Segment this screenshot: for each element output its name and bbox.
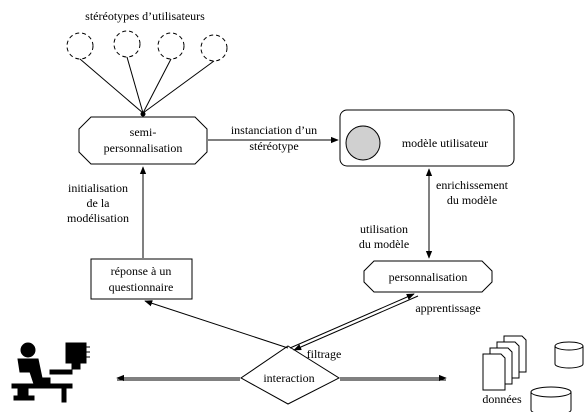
edge-initialisation-label-1: initialisation [68,181,128,195]
edge-enrichissement-label-2: du modèle [447,193,497,207]
edge-initialisation-label-3: modélisation [67,211,129,225]
edge-instanciation-label-2: stéréotype [249,139,298,153]
stereotype-circle-2 [113,30,141,58]
edge-apprentissage-label: apprentissage [415,301,480,315]
node-semi-label-2: personnalisation [104,141,183,155]
edge-filtrage-label: filtrage [307,347,342,361]
edge-initialisation-label-2: de la [87,196,111,210]
user-computer-icon [11,342,90,403]
stereotype-circle-4 [200,34,228,62]
stereotype-circle-1 [66,32,94,60]
edge-enrichissement-label-1: enrichissement [436,178,509,192]
node-semi-personnalisation-shape [78,116,208,165]
node-interaction-label: interaction [263,371,314,385]
edge-interaction-questionnaire [144,300,289,349]
node-model-shape [339,109,515,167]
model-icon [345,125,381,161]
node-questionnaire-label-2: questionnaire [109,280,174,294]
stereotype-circles [66,30,228,62]
node-interaction-shape [240,345,341,405]
database-icon [554,341,584,369]
stereotype-junction [140,111,146,117]
node-questionnaire-label-1: réponse à un [111,264,172,278]
stereotypes-label: stéréotypes d’utilisateurs [85,9,205,23]
edge-utilisation-label-1: utilisation [360,222,408,236]
node-personnalisation-label: personnalisation [389,270,468,284]
node-personnalisation-shape [363,260,493,293]
edge-utilisation-label-2: du modèle [359,237,409,251]
documents-icon [482,335,527,391]
edge-filtrage [293,295,419,351]
node-questionnaire-shape [90,258,193,300]
stereotype-circle-3 [157,32,185,60]
node-semi-label-1: semi- [130,125,157,139]
edge-instanciation-label-1: instanciation d’un [231,123,317,137]
node-model-label: modèle utilisateur [402,136,488,150]
stereotype-links [79,56,215,114]
edge-apprentissage [289,293,415,349]
database-icon-2 [530,386,572,412]
data-store-label: données [482,392,522,406]
